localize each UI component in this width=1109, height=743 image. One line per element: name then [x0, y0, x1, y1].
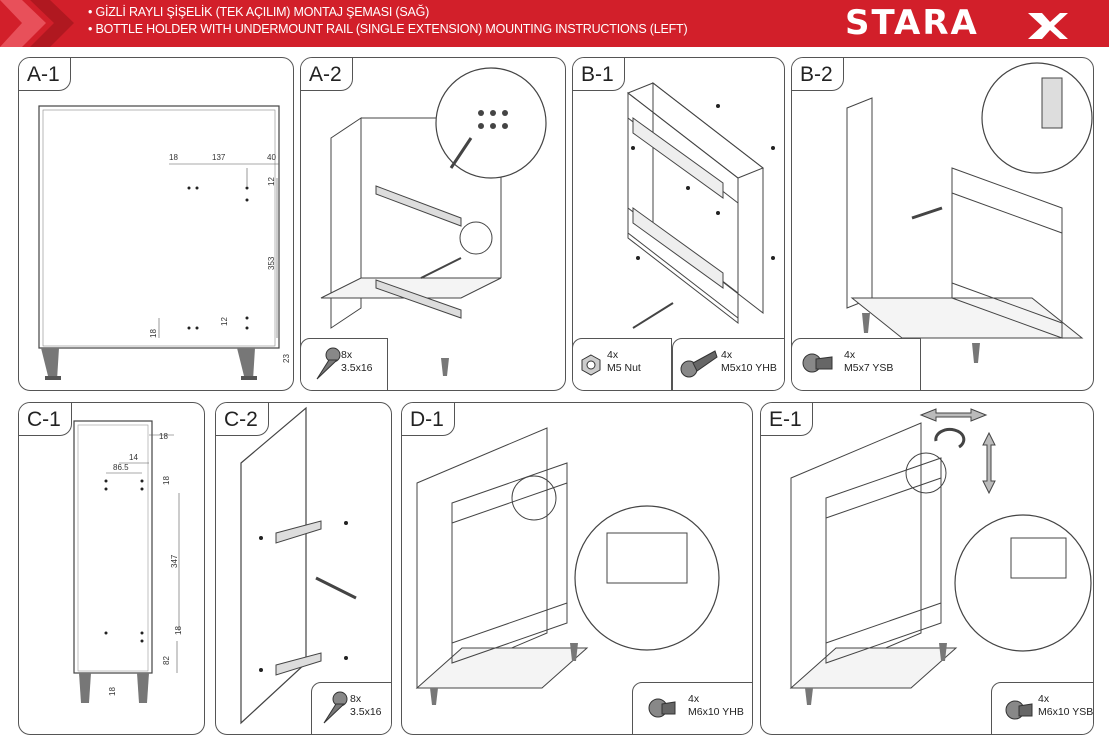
- panel-title: A-1: [19, 58, 71, 91]
- b1-basket-drawing: [627, 81, 775, 329]
- c1-side-panel-drawing: 18 14 86.5 18 347 18 82 18: [73, 420, 183, 703]
- c1-dim-347: 347: [170, 554, 179, 568]
- rotate-adjust-arrow-icon: [934, 427, 966, 449]
- screw-qty: 8x: [341, 349, 353, 361]
- panel-a1: 18 137 40 12 353 12 18 23 A-1: [18, 57, 294, 391]
- a2-rail-drawing: [320, 67, 547, 376]
- d1-assembly-drawing: [415, 427, 720, 705]
- panel-title: C-2: [216, 403, 269, 436]
- screw-size: 3.5x16: [341, 362, 373, 374]
- hex-nut-icon: [581, 354, 601, 376]
- screw-size: M6x10 YSB: [1038, 706, 1094, 718]
- screw-size: 3.5x16: [350, 706, 382, 718]
- panel-b1: B-1 4x M5 Nut 4x M5x10 YHB: [572, 57, 785, 391]
- a1-dim-18: 18: [169, 153, 178, 162]
- screw-spec-box: 8x 3.5x16: [301, 338, 388, 390]
- bolt-size: M5x10 YHB: [721, 362, 777, 374]
- a1-dim-23: 23: [282, 354, 291, 363]
- c1-dim-82: 82: [162, 656, 171, 665]
- panel-a2: A-2 8x 3.5x16: [300, 57, 566, 391]
- a1-dim-12a: 12: [267, 177, 276, 186]
- screw-qty: 4x: [844, 349, 856, 361]
- screw-spec-box: 4x M6x10 YSB: [991, 682, 1094, 734]
- screw-qty: 4x: [1038, 693, 1050, 705]
- b2-assembly-drawing: [846, 62, 1093, 363]
- logo-x-icon: [1028, 13, 1068, 39]
- panel-c1: 18 14 86.5 18 347 18 82 18 C-1: [18, 402, 205, 735]
- header-line-tr: • GİZLİ RAYLI ŞİŞELİK (TEK AÇILIM) MONTA…: [88, 5, 430, 19]
- bolt-spec-box: 4x M5x10 YHB: [672, 338, 784, 390]
- c1-dim-18b: 18: [162, 476, 171, 485]
- chevron-decoration-icon: [0, 0, 74, 47]
- nut-spec-box: 4x M5 Nut: [573, 338, 672, 390]
- nut-qty: 4x: [607, 349, 619, 361]
- panel-title: C-1: [19, 403, 72, 436]
- a1-dim-353: 353: [267, 256, 276, 270]
- c1-dim-18c: 18: [174, 626, 183, 635]
- bolt-spec-box: 4x M6x10 YHB: [632, 682, 752, 734]
- nut-size: M5 Nut: [607, 362, 641, 374]
- machine-screw-icon: [802, 353, 833, 373]
- bolt-icon: [680, 350, 718, 378]
- panel-title: A-2: [301, 58, 353, 91]
- vertical-adjust-arrow-icon: [982, 431, 996, 495]
- c1-dim-14: 14: [129, 453, 138, 462]
- horizontal-adjust-arrow-icon: [919, 408, 988, 422]
- bolt-qty: 4x: [721, 349, 733, 361]
- c1-dim-18d: 18: [108, 687, 117, 696]
- panel-c2: C-2 8x 3.5x16: [215, 402, 392, 735]
- a1-cabinet-drawing: 18 137 40 12 353 12 18 23: [38, 105, 291, 380]
- c2-mounting-drawing: [240, 406, 357, 725]
- a1-dim-18b: 18: [149, 329, 158, 338]
- a1-dim-137: 137: [212, 153, 226, 162]
- panel-d1: D-1 4x M6x10 YHB: [401, 402, 753, 735]
- header-banner: • GİZLİ RAYLI ŞİŞELİK (TEK AÇILIM) MONTA…: [0, 0, 1109, 47]
- screw-spec-box: 4x M5x7 YSB: [792, 338, 921, 390]
- screw-size: M5x7 YSB: [844, 362, 894, 374]
- c1-dim-86-5: 86.5: [113, 463, 129, 472]
- e1-adjustment-drawing: [789, 408, 1092, 705]
- c1-dim-18: 18: [159, 432, 168, 441]
- panel-e1: E-1 4x M6x10 YSB: [760, 402, 1094, 735]
- panel-title: E-1: [761, 403, 813, 436]
- bolt-qty: 4x: [688, 693, 700, 705]
- bolt-size: M6x10 YHB: [688, 706, 744, 718]
- machine-screw-icon: [648, 698, 676, 718]
- panel-title: B-2: [792, 58, 844, 91]
- screw-qty: 8x: [350, 693, 362, 705]
- panel-b2: B-2 4x M5x7 YSB: [791, 57, 1094, 391]
- a1-dim-40: 40: [267, 153, 276, 162]
- panel-title: D-1: [402, 403, 455, 436]
- header-line-en: • BOTTLE HOLDER WITH UNDERMOUNT RAIL (SI…: [88, 22, 688, 36]
- wood-screw-icon: [316, 347, 341, 380]
- machine-screw-icon: [1005, 700, 1033, 720]
- brand-logo: STARA: [845, 5, 1068, 41]
- panel-title: B-1: [573, 58, 625, 91]
- screw-spec-box: 8x 3.5x16: [311, 682, 391, 734]
- a1-dim-12b: 12: [220, 317, 229, 326]
- wood-screw-icon: [323, 691, 348, 724]
